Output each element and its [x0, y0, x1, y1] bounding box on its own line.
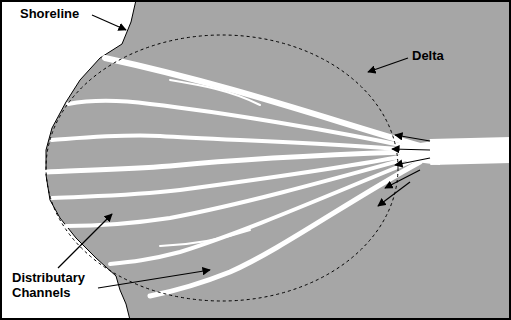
- flow-arrows: [378, 135, 430, 206]
- channels-label: Distributary Channels: [12, 270, 102, 300]
- river: [430, 150, 511, 152]
- shoreline-label: Shoreline: [20, 6, 100, 21]
- land: [46, 0, 511, 320]
- delta-label: Delta: [412, 48, 472, 63]
- leader-lines: [58, 15, 408, 288]
- distributary-channels: [47, 58, 420, 296]
- delta-boundary: [46, 35, 398, 301]
